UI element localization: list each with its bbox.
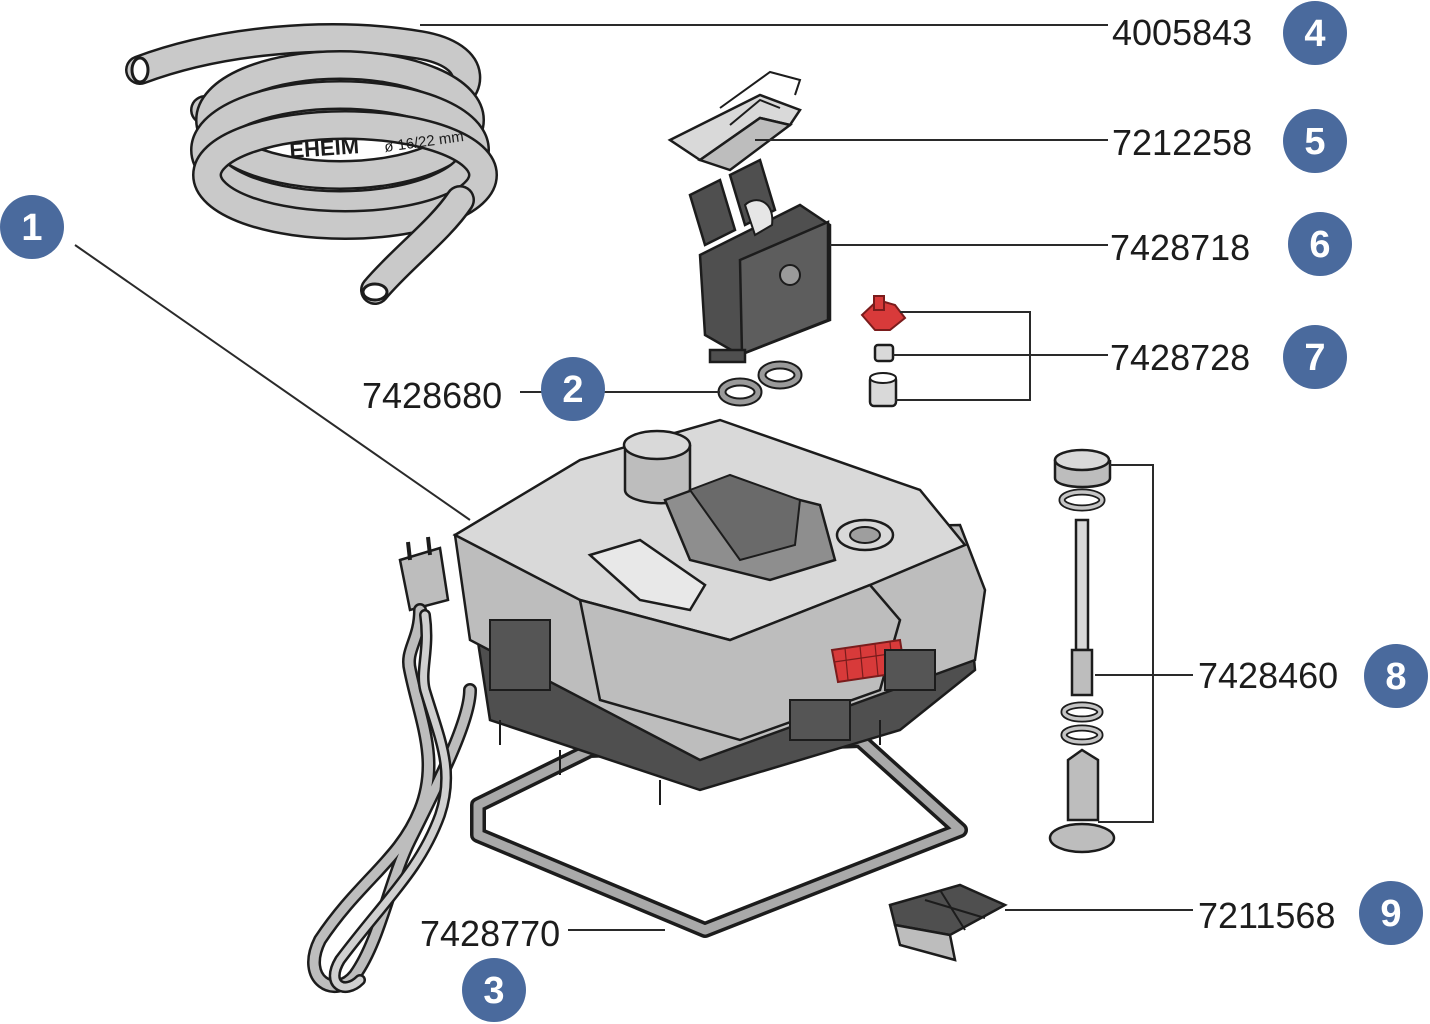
svg-text:8: 8 [1385,656,1406,698]
part-number-9: 7211568 [1198,895,1335,936]
part-number-6: 7428718 [1110,227,1250,268]
badge-5: 5 [1283,109,1347,173]
part-number-5: 7212258 [1112,122,1252,163]
o-rings-part [717,360,803,407]
svg-text:1: 1 [21,207,42,249]
badge-2: 2 [541,357,605,421]
valve-block-part [688,158,832,364]
hose-brand-text: EHEIM [289,133,360,163]
power-cord-part [307,536,477,993]
badge-7: 7 [1283,325,1347,389]
svg-text:4: 4 [1304,13,1325,55]
impeller-part [860,295,907,408]
part-numbers: 4005843 7212258 7428718 7428728 7428680 … [362,12,1338,954]
badge-4: 4 [1283,1,1347,65]
part-number-3: 7428770 [420,913,560,954]
svg-text:9: 9 [1380,893,1401,935]
svg-text:6: 6 [1309,224,1330,266]
pump-head-part [452,418,987,938]
badge-8: 8 [1364,644,1428,708]
part-number-2: 7428680 [362,375,502,416]
svg-text:5: 5 [1304,121,1325,163]
svg-text:2: 2 [562,369,583,411]
part-number-4: 4005843 [1112,12,1252,53]
shaft-assembly-part [1048,448,1116,854]
svg-text:7: 7 [1304,337,1325,379]
part-number-7: 7428728 [1110,337,1250,378]
badge-6: 6 [1288,212,1352,276]
clip-part [667,70,802,172]
badge-1: 1 [0,195,64,259]
small-block-part [888,883,1008,962]
hose-coil: EHEIM ø 16/22 mm [125,23,498,305]
svg-text:3: 3 [483,970,504,1012]
part-number-8: 7428460 [1198,655,1338,696]
badge-9: 9 [1359,881,1423,945]
badge-3: 3 [462,958,526,1022]
